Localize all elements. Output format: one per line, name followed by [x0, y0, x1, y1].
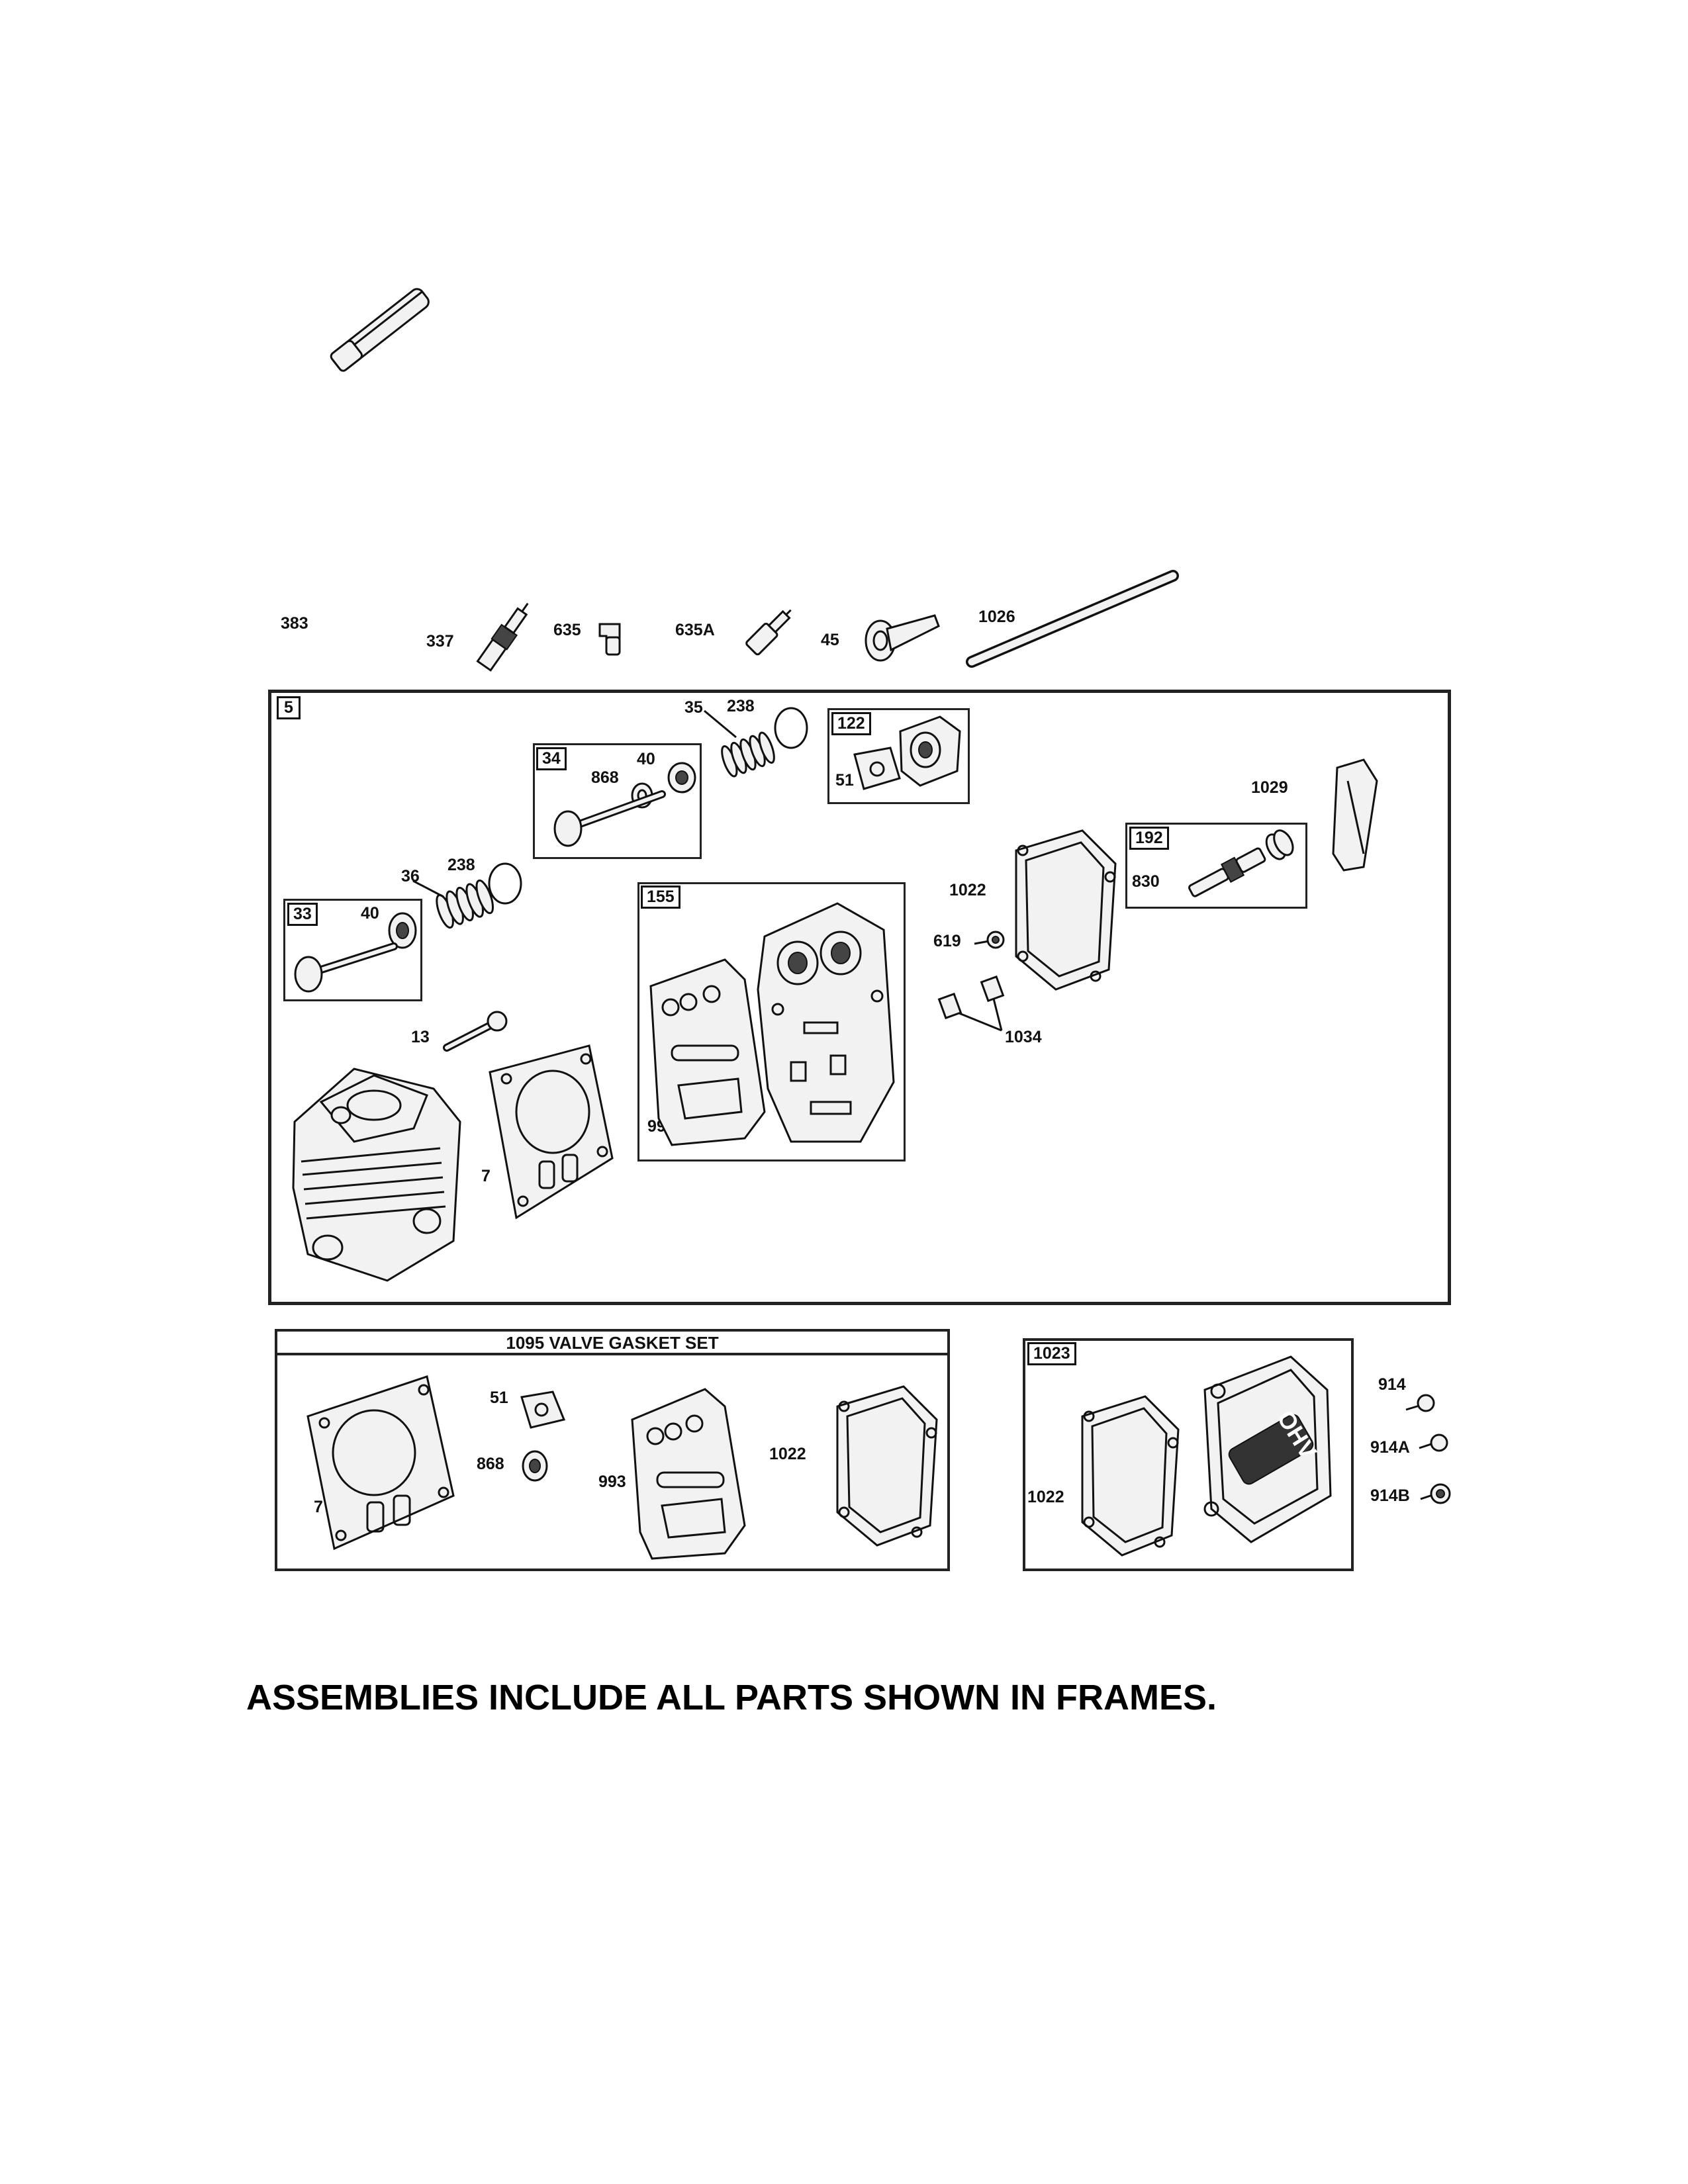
subframe-34: [533, 743, 702, 859]
screw-914b-drawing: [1420, 1483, 1451, 1504]
label-51-main: 51: [835, 771, 854, 790]
subframe-192: [1125, 823, 1307, 909]
label-35: 35: [684, 698, 703, 717]
head-bolt-13-drawing: [443, 1011, 508, 1052]
cylinder-head-assembly-frame: [268, 690, 1451, 1305]
cylinder-head-drawing: [292, 1068, 461, 1282]
clip-1034-drawing: [937, 975, 1005, 1032]
label-337: 337: [426, 632, 454, 651]
subframe-number-34: 34: [536, 747, 567, 770]
label-914a: 914A: [1370, 1438, 1410, 1457]
push-rod-1026-drawing: [966, 570, 1179, 668]
valve-spring-35-drawing: [721, 731, 775, 778]
subframe-number-155: 155: [641, 886, 680, 909]
label-635a: 635A: [675, 621, 715, 639]
valve-seal-40b-drawing: [388, 912, 417, 949]
label-7-set: 7: [314, 1498, 323, 1516]
rocker-cover-gasket-1022-drawing: [1015, 829, 1117, 991]
label-1022-main: 1022: [949, 881, 986, 899]
label-830: 830: [1132, 872, 1160, 891]
label-619: 619: [933, 932, 961, 950]
retainer-238-lower-drawing: [488, 862, 522, 905]
rocker-cover-1023-drawing: [1203, 1355, 1332, 1543]
label-993-set: 993: [598, 1473, 626, 1491]
label-40-box33: 40: [361, 904, 379, 923]
rocker-stud-45-drawing: [865, 614, 940, 662]
gasket-set-155-drawing: [757, 902, 895, 1143]
frame-number-5: 5: [277, 696, 301, 719]
rocker-arm-1029-drawing: [1332, 758, 1378, 872]
terminal-635a-drawing: [745, 609, 792, 656]
subframe-122: [827, 708, 970, 804]
label-238-lower: 238: [447, 856, 475, 874]
gasket-993-main-drawing: [649, 958, 766, 1146]
head-gasket-7-drawing: [489, 1044, 614, 1220]
gasket-set-head-gasket-7-drawing: [306, 1375, 455, 1551]
valve-gasket-set-title: 1095 VALVE GASKET SET: [506, 1333, 719, 1353]
leader-35: [704, 709, 737, 739]
label-40-box34: 40: [637, 750, 655, 768]
label-1022-cover: 1022: [1027, 1488, 1064, 1506]
subframe-33: [283, 899, 422, 1001]
label-13: 13: [411, 1028, 430, 1046]
valve-spring-36-drawing: [436, 879, 494, 929]
gasket-set-993-drawing: [631, 1388, 746, 1560]
cover-gasket-1022-drawing: [1081, 1395, 1180, 1557]
label-1029: 1029: [1251, 778, 1288, 797]
gasket-set-1022-drawing: [836, 1385, 938, 1547]
breather-assembly-122-drawing: [899, 715, 961, 787]
gasket-set-868-drawing: [522, 1450, 548, 1482]
subframe-number-122: 122: [831, 712, 871, 735]
spark-plug-337-drawing: [476, 602, 529, 672]
rocker-cover-frame: [1023, 1338, 1354, 1571]
label-45: 45: [821, 631, 839, 649]
subframe-155: [637, 882, 906, 1161]
retainer-238-drawing: [774, 707, 808, 749]
screw-914a-drawing: [1419, 1433, 1448, 1452]
screw-619-drawing: [974, 931, 1005, 949]
label-51-set: 51: [490, 1388, 508, 1407]
clip-635-drawing: [598, 623, 621, 656]
breather-gasket-51-drawing: [853, 747, 901, 790]
valve-seal-40-drawing: [667, 762, 696, 794]
label-868-main: 868: [591, 768, 619, 787]
subframe-number-33: 33: [287, 903, 318, 926]
valve-34-drawing: [553, 790, 666, 847]
screw-914-drawing: [1405, 1394, 1435, 1412]
label-1022-set: 1022: [769, 1445, 806, 1463]
footer-note: ASSEMBLIES INCLUDE ALL PARTS SHOWN IN FR…: [246, 1678, 1217, 1717]
subframe-number-192: 192: [1129, 827, 1169, 850]
label-7-main: 7: [481, 1167, 491, 1185]
label-383: 383: [281, 614, 308, 633]
label-914: 914: [1378, 1375, 1406, 1394]
push-rod-guide-383-drawing: [330, 288, 430, 372]
frame-number-1023: 1023: [1027, 1342, 1076, 1365]
gasket-set-51-drawing: [520, 1390, 566, 1429]
rocker-stud-830-drawing: [1188, 829, 1294, 897]
label-635: 635: [553, 621, 581, 639]
label-868-set: 868: [477, 1455, 504, 1473]
label-238-top: 238: [727, 697, 755, 715]
label-1026: 1026: [978, 608, 1015, 626]
label-1034: 1034: [1005, 1028, 1042, 1046]
leader-36: [412, 880, 444, 898]
valve-gasket-set-title-bar: [275, 1329, 950, 1355]
label-914b: 914B: [1370, 1486, 1410, 1505]
valve-33-drawing: [294, 942, 398, 993]
